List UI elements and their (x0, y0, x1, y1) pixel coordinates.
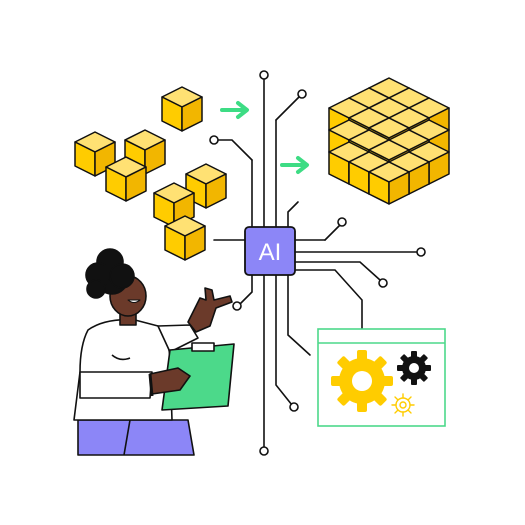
pants (77, 419, 195, 456)
shirt (73, 318, 173, 421)
arrow-right-icon (280, 156, 309, 174)
clipboard-icon (161, 342, 235, 411)
assembled-cube (328, 77, 450, 205)
scattered-cubes (74, 86, 227, 261)
arrow-right-icon (220, 101, 249, 119)
gear-icon (331, 350, 393, 412)
circuit-lines (213, 77, 419, 449)
cube-icon (105, 156, 147, 202)
person (73, 248, 235, 456)
cube-icon (164, 215, 206, 261)
cube-icon (161, 86, 203, 132)
ai-chip-icon: AI (244, 226, 296, 276)
circuit-nodes (209, 70, 426, 456)
settings-panel (317, 328, 446, 427)
gear-icon (391, 393, 415, 417)
gear-icon (397, 351, 431, 385)
ai-chip-label: AI (259, 239, 282, 266)
hair (85, 248, 135, 299)
